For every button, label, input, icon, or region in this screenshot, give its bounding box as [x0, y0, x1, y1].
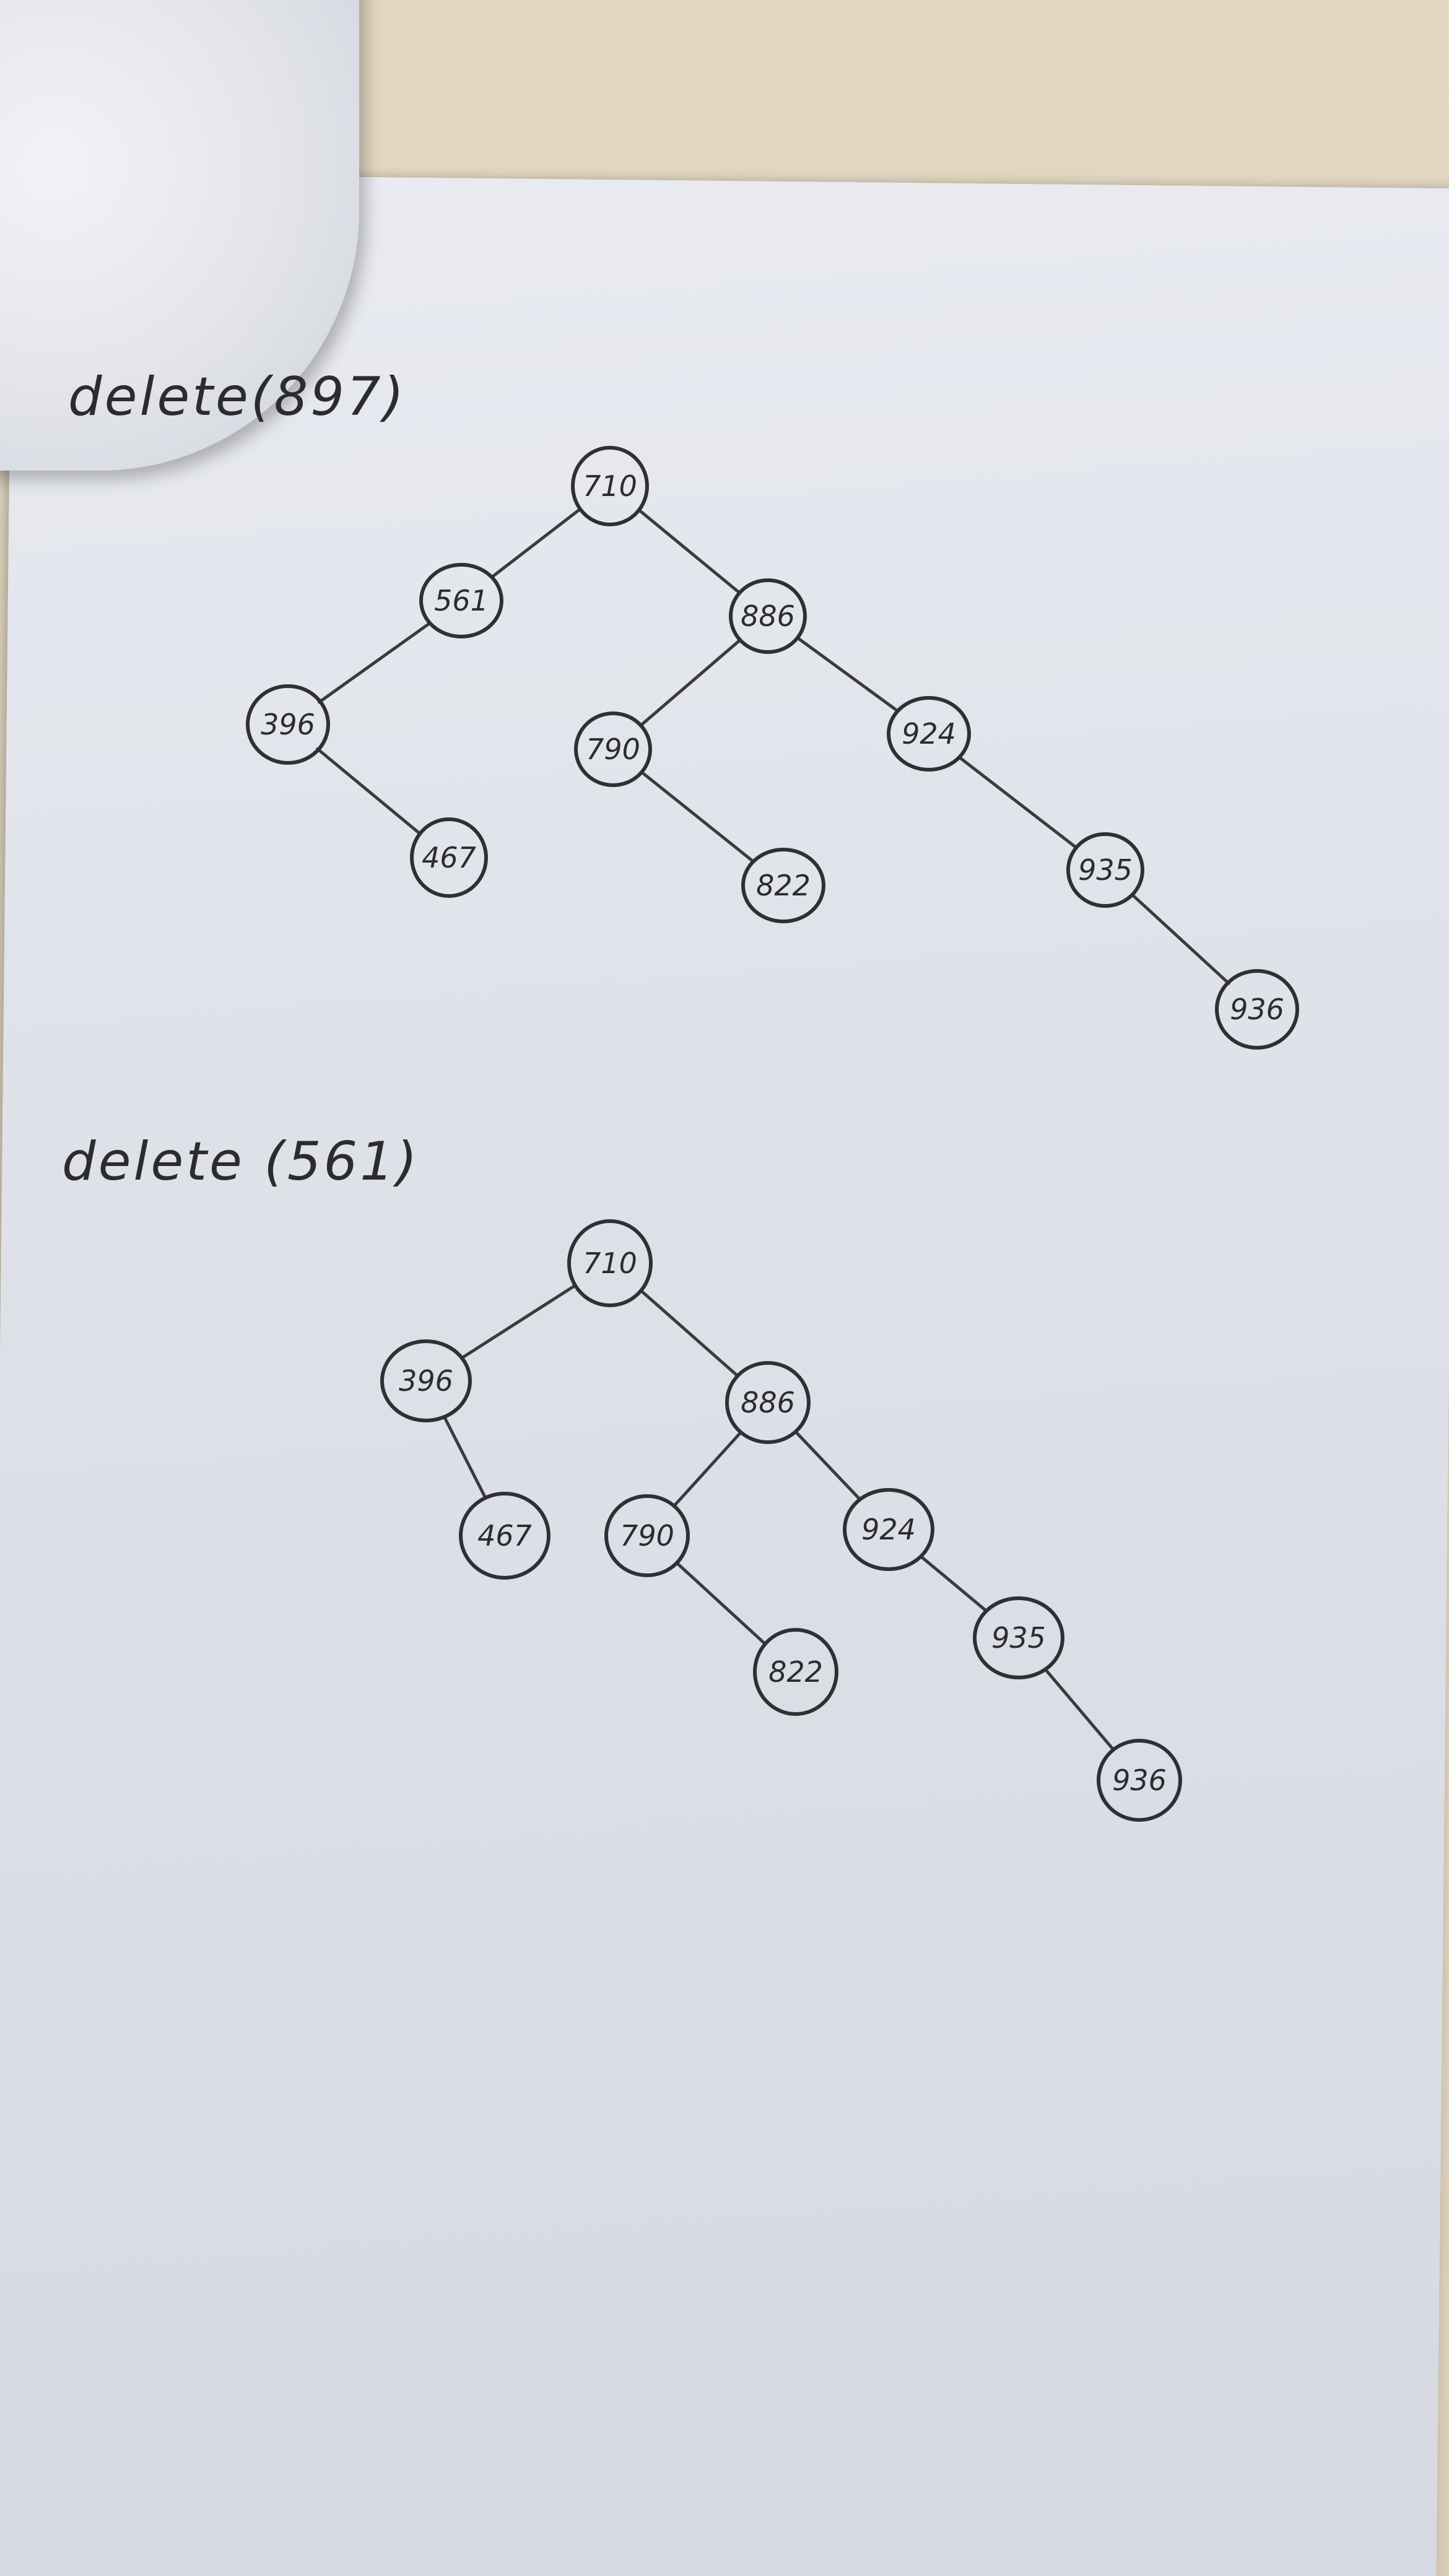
tree-nodes: 710 396 886 467 790 924 822 935 936 [380, 1219, 1182, 1822]
diagram-delete-897: delete(897) 710 561 886 396 790 924 467 822 935 9… [68, 366, 1299, 1050]
node-label: 924 [861, 1513, 916, 1546]
node-label: 710 [583, 1247, 637, 1280]
node-circle [571, 446, 649, 526]
node-label: 935 [991, 1621, 1046, 1655]
node-label: 936 [1112, 1764, 1167, 1797]
node-label: 935 [1078, 853, 1133, 887]
node-label: 396 [399, 1364, 453, 1398]
tree-node-935: 935 [973, 1596, 1064, 1679]
edge-710-886 [638, 508, 740, 594]
node-label: 467 [477, 1519, 532, 1552]
edge-935-936 [1132, 894, 1230, 985]
tree-node-396: 396 [246, 684, 330, 765]
node-circle [753, 1628, 838, 1716]
edge-886-924 [797, 637, 900, 713]
edge-924-935 [957, 755, 1077, 848]
edge-710-886 [640, 1289, 738, 1377]
node-label: 936 [1230, 993, 1284, 1026]
edge-710-396 [459, 1284, 577, 1360]
tree-node-935: 935 [1066, 832, 1144, 908]
node-circle [973, 1596, 1064, 1679]
tree-node-790: 790 [574, 711, 652, 787]
node-circle [410, 817, 488, 898]
edge-886-790 [640, 639, 741, 726]
edge-790-822 [641, 772, 755, 863]
tree-node-822: 822 [741, 848, 825, 923]
diagram-delete-561: delete (561) 710 396 886 467 790 924 822 935 936 [62, 1131, 1182, 1822]
edge-935-936 [1044, 1668, 1114, 1750]
node-label: 710 [583, 469, 637, 503]
tree-edges [443, 1284, 1114, 1750]
diagram-heading: delete(897) [68, 366, 406, 428]
node-label: 467 [422, 841, 476, 874]
tree-node-886: 886 [725, 1361, 811, 1444]
tree-node-561: 561 [419, 563, 503, 638]
tree-node-790: 790 [604, 1494, 690, 1577]
node-label: 790 [620, 1519, 674, 1552]
node-circle [729, 578, 807, 654]
tree-node-924: 924 [887, 696, 971, 772]
node-circle [887, 696, 971, 772]
tree-node-710: 710 [571, 446, 649, 526]
node-circle [246, 684, 330, 765]
edge-561-396 [317, 621, 432, 704]
node-label: 396 [261, 708, 315, 741]
tree-node-936: 936 [1215, 969, 1299, 1050]
edge-396-467 [316, 747, 421, 835]
edge-790-822 [676, 1562, 767, 1645]
edge-886-924 [795, 1431, 861, 1501]
node-circle [567, 1219, 653, 1307]
node-label: 886 [741, 599, 795, 633]
node-circle [574, 711, 652, 787]
node-circle [1066, 832, 1144, 908]
node-circle [380, 1339, 472, 1422]
tree-node-886: 886 [729, 578, 807, 654]
tree-node-396: 396 [380, 1339, 472, 1422]
diagram-heading: delete (561) [62, 1131, 420, 1193]
edge-710-561 [490, 508, 581, 579]
tree-node-822: 822 [753, 1628, 838, 1716]
tree-node-924: 924 [843, 1488, 934, 1571]
tree-nodes: 710 561 886 396 790 924 467 822 935 936 [246, 446, 1299, 1050]
tree-node-710: 710 [567, 1219, 653, 1307]
tree-node-936: 936 [1097, 1739, 1182, 1822]
edge-886-790 [674, 1432, 741, 1507]
node-label: 561 [434, 584, 489, 617]
node-label: 790 [586, 733, 640, 766]
edge-396-467 [443, 1417, 487, 1500]
node-circle [419, 563, 503, 638]
node-circle [1097, 1739, 1182, 1822]
node-label: 822 [756, 869, 811, 902]
tree-node-467: 467 [459, 1492, 550, 1580]
node-circle [604, 1494, 690, 1577]
node-label: 886 [741, 1386, 795, 1419]
node-circle [843, 1488, 934, 1571]
node-label: 822 [768, 1655, 823, 1689]
tree-node-467: 467 [410, 817, 488, 898]
node-circle [725, 1361, 811, 1444]
tree-edges [316, 508, 1230, 985]
edge-924-935 [919, 1555, 988, 1612]
node-circle [459, 1492, 550, 1580]
node-circle [741, 848, 825, 923]
node-circle [1215, 969, 1299, 1050]
node-label: 924 [902, 717, 956, 751]
